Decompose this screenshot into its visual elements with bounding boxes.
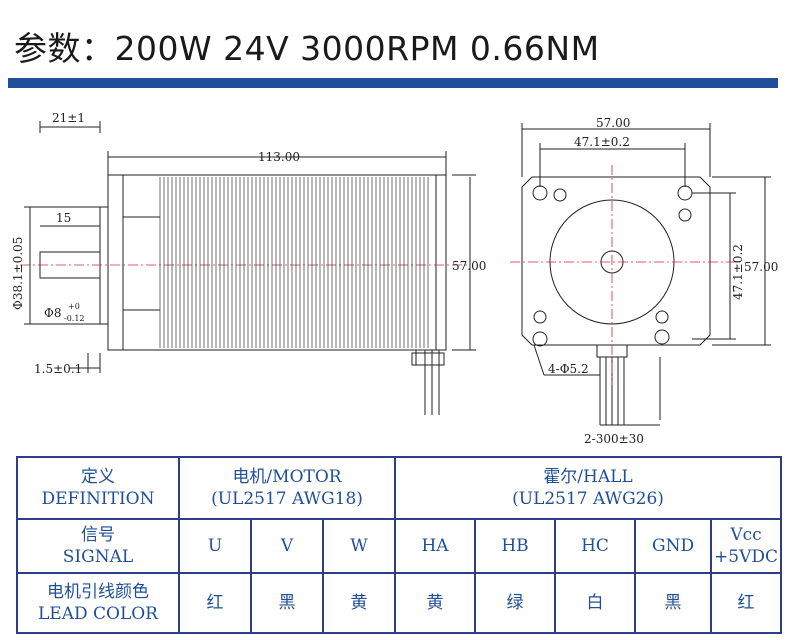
cell-signal: W <box>321 518 397 574</box>
page-title: 参数：200W 24V 3000RPM 0.66NM <box>14 29 600 68</box>
motor-body <box>122 174 437 351</box>
dim-47-side: 47.1±0.2 <box>731 244 745 300</box>
cell-lead-color: 黄 <box>394 572 477 634</box>
cell-signal-header: 信号 SIGNAL <box>16 518 180 574</box>
dim-57-side-view: 57.00 <box>452 259 486 273</box>
motor-technical-drawing: 21±1 113.00 15 Φ38.1±0.05 Φ8 +0 -0.12 1.… <box>0 95 790 450</box>
front-center-lines <box>510 165 740 385</box>
dim-47-top: 47.1±0.2 <box>574 135 630 149</box>
cell-motor-header: 电机/MOTOR (UL2517 AWG18) <box>177 456 397 520</box>
screw-head <box>678 208 692 222</box>
dim-dia8-tol-lower: -0.12 <box>64 314 85 323</box>
dim-dia8-tol-upper: +0 <box>68 302 80 311</box>
cell-lead-color-header: 电机引线颜色 LEAD COLOR <box>16 572 180 634</box>
cell-definition-header: 定义 DEFINITION <box>16 456 180 520</box>
cell-lead-color: 绿 <box>474 572 557 634</box>
fin-lines <box>159 177 429 348</box>
motor-flange <box>99 206 109 325</box>
cell-signal: HB <box>474 518 557 574</box>
cell-signal-vcc: Vcc +5VDC <box>710 518 783 574</box>
dim-1-5: 1.5±0.1 <box>34 362 82 376</box>
dim-113: 113.00 <box>258 150 300 164</box>
cell-signal: GND <box>634 518 713 574</box>
screw-head <box>533 310 547 324</box>
cell-signal: HA <box>394 518 477 574</box>
dim-dia8: Φ8 <box>44 306 61 320</box>
mount-hole <box>532 185 548 201</box>
dim-mount-holes: 4-Φ5.2 <box>548 362 589 376</box>
motor-rear-cap <box>435 174 447 351</box>
dim-57-top: 57.00 <box>596 116 630 130</box>
cell-signal: V <box>250 518 324 574</box>
dim-lead-length: 2-300±30 <box>584 432 644 446</box>
cell-lead-color: 红 <box>710 572 783 634</box>
mount-hole <box>677 185 693 201</box>
side-view <box>20 121 476 415</box>
cell-lead-color: 红 <box>178 572 252 634</box>
title-underline-bar <box>8 78 778 88</box>
cell-lead-color: 黄 <box>321 572 397 634</box>
dim-21: 21±1 <box>52 111 85 125</box>
screw-head <box>553 188 567 202</box>
front-plate <box>521 176 711 346</box>
cell-signal: U <box>178 518 252 574</box>
cell-lead-color: 白 <box>554 572 637 634</box>
screw-head <box>655 310 669 324</box>
mount-hole <box>654 329 670 345</box>
cell-signal: HC <box>554 518 637 574</box>
dim-57-front-side: 57.00 <box>744 260 778 274</box>
dim-dia38: Φ38.1±0.05 <box>11 237 25 310</box>
motor-front-cap <box>107 174 124 351</box>
cell-lead-color: 黑 <box>250 572 324 634</box>
dim-15: 15 <box>56 211 71 225</box>
cell-lead-color: 黑 <box>634 572 713 634</box>
mount-hole <box>532 331 548 347</box>
cell-hall-header: 霍尔/HALL (UL2517 AWG26) <box>394 456 783 520</box>
wiring-spec-table: 定义 DEFINITION 电机/MOTOR (UL2517 AWG18) 霍尔… <box>16 456 783 634</box>
